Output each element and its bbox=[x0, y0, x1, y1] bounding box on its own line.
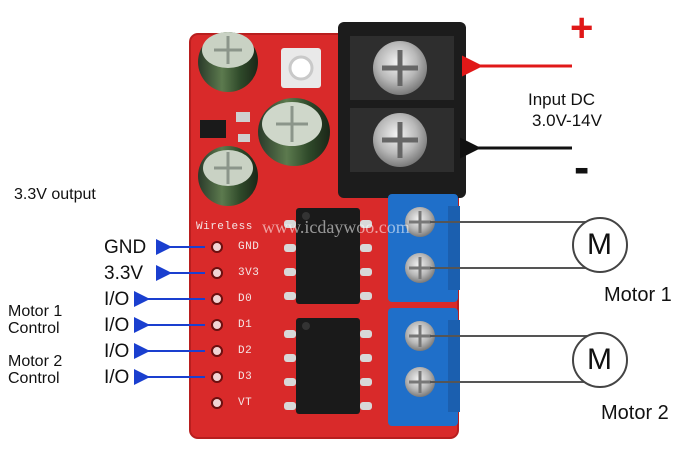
capacitor-bottom bbox=[198, 146, 258, 206]
watermark: www.icdaywoo.com bbox=[262, 217, 410, 237]
pin-arrows bbox=[134, 239, 205, 385]
silk-pin-d3: D3 bbox=[238, 371, 253, 383]
motor-1-label: Motor 1 bbox=[604, 284, 672, 306]
motor1-control-line2: Control bbox=[8, 319, 60, 337]
pin-label-3v3: 3.3V bbox=[104, 263, 144, 284]
motor-1-symbol: M bbox=[587, 228, 612, 261]
motor1-control-line1: Motor 1 bbox=[8, 303, 63, 320]
pin-label-gnd: GND bbox=[104, 237, 147, 258]
silk-pin-vt: VT bbox=[238, 397, 253, 409]
silk-pin-d2: D2 bbox=[238, 345, 253, 357]
minus-sign: - bbox=[574, 141, 590, 193]
pin-label-io-1: I/O bbox=[104, 289, 130, 310]
capacitor-right bbox=[258, 98, 330, 166]
motor1-control-label: Motor 1 Control bbox=[8, 303, 63, 338]
silk-header: Wireless bbox=[196, 221, 253, 233]
output-note: 3.3V output bbox=[14, 186, 96, 203]
silk-pin-3v3: 3V3 bbox=[238, 267, 260, 279]
smd-chip bbox=[200, 120, 226, 138]
header-pins bbox=[211, 241, 223, 409]
motor-terminal-1 bbox=[388, 194, 460, 302]
input-dc-line1: Input DC bbox=[528, 90, 596, 109]
motor-2-circle bbox=[572, 332, 628, 388]
motor-1-circle bbox=[572, 217, 628, 273]
motor2-control-label: Motor 2 Control bbox=[8, 353, 63, 388]
pin-label-io-3: I/O bbox=[104, 341, 130, 362]
motor2-control-line1: Motor 2 bbox=[8, 353, 63, 370]
ic-chip-1 bbox=[284, 208, 372, 304]
motor-2-symbol: M bbox=[587, 343, 612, 376]
capacitor-top bbox=[198, 32, 258, 92]
plus-sign: + bbox=[570, 6, 594, 50]
silk-pin-d0: D0 bbox=[238, 293, 253, 305]
silk-pin-d1: D1 bbox=[238, 319, 253, 331]
motor-terminal-2 bbox=[388, 308, 460, 426]
input-dc-line2: 3.0V-14V bbox=[532, 111, 602, 130]
silk-pin-gnd: GND bbox=[238, 241, 260, 253]
motor-2-label: Motor 2 bbox=[601, 402, 669, 424]
ic-chip-2 bbox=[284, 318, 372, 414]
pin-label-io-4: I/O bbox=[104, 367, 130, 388]
power-terminal bbox=[338, 22, 466, 198]
motor2-control-line2: Control bbox=[8, 369, 60, 387]
pin-label-io-2: I/O bbox=[104, 315, 130, 336]
